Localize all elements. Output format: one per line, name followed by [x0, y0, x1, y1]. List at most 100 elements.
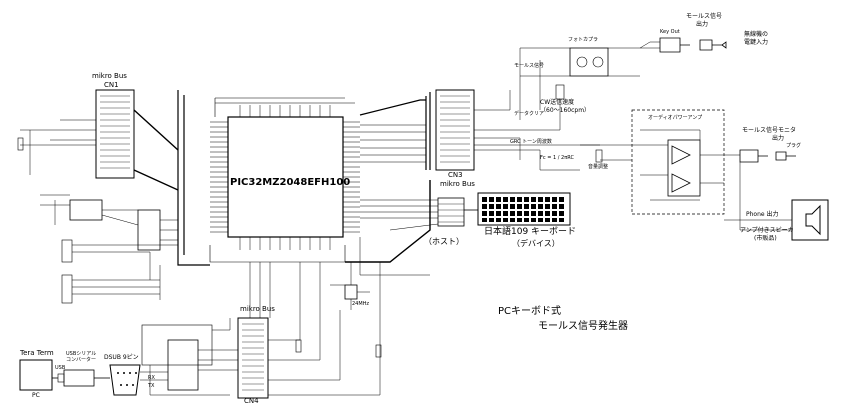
cn3-right-wiring — [474, 90, 600, 160]
cn1-label: CN1 — [104, 81, 119, 89]
opamp-upper — [671, 145, 691, 165]
photocoupler-block — [569, 47, 609, 77]
photocoupler-led — [576, 56, 588, 68]
tx-label: TX — [148, 383, 155, 389]
data-clear-label: データクリア — [514, 111, 545, 117]
mcu-left-pins — [210, 121, 228, 233]
bottom-right-wiring — [319, 237, 430, 345]
cn1-left-resistor — [17, 137, 24, 151]
level-shifter-box — [141, 324, 213, 366]
amp-speaker-label: アンプ付きスピーカ — [740, 227, 794, 234]
key-out-label: Key Out — [660, 29, 680, 35]
phones-label: Phone 出力 — [746, 211, 779, 218]
cn4-bus-label: mikro Bus — [240, 305, 275, 313]
speaker-wire — [724, 162, 792, 231]
morse-speed-label: モールス信号 — [514, 63, 545, 69]
audio-amp-ic — [667, 139, 701, 197]
osc-label: 24MHz — [352, 301, 370, 307]
tera-term-label: Tera Term — [20, 349, 54, 357]
key-out-wire — [640, 41, 660, 49]
crystal-oscillator — [344, 284, 358, 300]
audio-amp-wiring — [600, 129, 740, 201]
bottom-resistor-1 — [295, 339, 302, 353]
dsub9-wiring — [140, 371, 168, 381]
cn3-bus-label: mikro Bus — [440, 180, 475, 188]
rx-label: RX — [148, 375, 155, 381]
mcu-top-pins — [239, 105, 331, 117]
key-out-plug — [699, 39, 727, 51]
mcu-label: PIC32MZ2048EFH100 — [230, 177, 351, 188]
mcu-bus-left — [177, 90, 210, 266]
crystal-wiring — [330, 262, 370, 310]
dsub9-connector — [109, 364, 141, 396]
title-line1: PCキーボド式 — [498, 306, 562, 317]
serial-ic-wiring — [149, 318, 238, 396]
monitor-plug — [775, 151, 796, 161]
db9-label: DSUB 9ピン — [104, 354, 139, 361]
mcu-to-cn3-diag — [359, 99, 426, 116]
volume-pot — [595, 149, 603, 163]
cw-speed-label: CW送信速度 — [540, 99, 575, 106]
i2c-connector — [61, 274, 73, 304]
keyboard-body — [477, 192, 571, 226]
mcu-to-usb-bus — [345, 180, 431, 263]
keyboard-label: 日本語109 キーボード — [484, 227, 577, 237]
cn3-label: CN3 — [448, 171, 463, 179]
freq-label: Fc = 1 / 2πRC — [540, 155, 574, 161]
mcu-to-usb-wires — [360, 199, 439, 231]
speaker-box — [791, 199, 829, 241]
device-label: （デバイス） — [512, 239, 560, 248]
mcu-to-cn3-wires — [360, 124, 426, 163]
key-out-jack — [659, 37, 690, 53]
tone-label: 音量調整 — [588, 164, 609, 170]
pic-kit-connector — [61, 239, 73, 263]
monitor-jack — [739, 149, 768, 163]
bottom-resistor-2 — [375, 344, 382, 358]
amp-speaker-label2: (市販品) — [754, 235, 777, 242]
photocoupler-label: フォトカプラ — [568, 37, 599, 43]
morse-out-label2: 出力 — [696, 21, 709, 28]
title-line2: モールス信号発生器 — [538, 321, 628, 332]
cn1-to-mcu-wire — [133, 109, 179, 191]
cn4-label: CN4 — [244, 397, 259, 405]
usb-serial-box — [63, 369, 95, 387]
left-mid-wiring — [40, 194, 178, 241]
regulator-block — [69, 199, 103, 221]
speaker-icon — [805, 204, 821, 236]
cn3-pins — [440, 95, 470, 163]
host-label: （ホスト） — [424, 237, 464, 246]
mcu-bus-top — [214, 97, 355, 117]
cn3-bus — [425, 92, 431, 170]
cn1-connector — [95, 89, 135, 179]
cn4-pins — [242, 323, 264, 391]
keyboard-keys — [482, 197, 564, 222]
audio-amp-label: オーディオパワーアンプ — [648, 115, 703, 121]
cn1-pins — [100, 95, 130, 169]
cw-speed-wiring — [474, 100, 600, 171]
cw-speed-pot — [555, 84, 565, 100]
cw-range-label: （60～160cpm） — [540, 107, 591, 114]
sidetone-label: GRC トーン周波数 — [510, 139, 552, 145]
usb-serial-label: USBシリアル — [66, 351, 97, 357]
monitor-out-label: 出力 — [772, 135, 785, 142]
usb-plug — [57, 373, 65, 383]
opamp-lower — [671, 173, 691, 193]
cn4-wiring — [249, 262, 381, 396]
cn1-left-wiring — [20, 119, 96, 175]
pc-box — [19, 359, 53, 391]
cn1-bus-label: mikro Bus — [92, 72, 127, 80]
left-bottom-wiring — [72, 244, 178, 300]
usb-label: USB — [55, 365, 66, 371]
cn4-connector — [237, 317, 269, 399]
pc-label: PC — [32, 392, 40, 399]
wireless-label: 無線機の — [744, 31, 769, 38]
usb-host-pins — [438, 203, 464, 223]
audio-amp-dashed-box — [631, 109, 725, 215]
wireless-label2: 電鍵入力 — [744, 39, 769, 46]
converter-label: コンバーター — [66, 357, 97, 363]
morse-monitor-label: モールス信号モニタ — [742, 127, 797, 134]
plug-label: プラグ — [786, 143, 802, 149]
photocoupler-transistor — [592, 56, 604, 68]
dsub9-pins — [117, 372, 137, 386]
